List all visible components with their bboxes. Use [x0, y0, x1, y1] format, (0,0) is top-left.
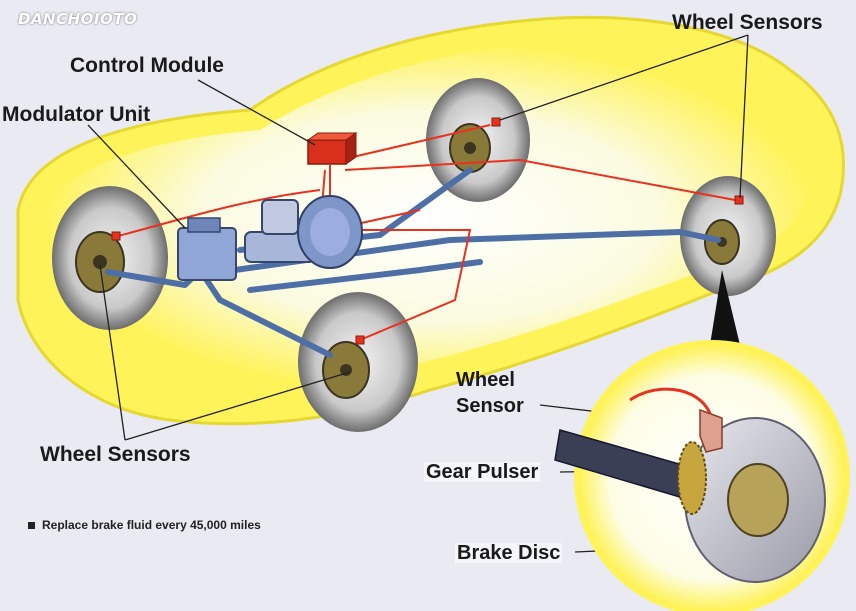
label-sensor: Sensor [456, 395, 524, 417]
wheel-rear-right [680, 176, 776, 296]
control-module-box [306, 132, 358, 165]
zoom-detail [554, 340, 850, 611]
label-gear-pulser: Gear Pulser [424, 461, 541, 483]
wheel-front-left [52, 186, 168, 330]
label-brake-disc: Brake Disc [455, 542, 563, 564]
wheel-front-right [426, 78, 530, 202]
brake-booster [297, 195, 363, 269]
car-body [16, 15, 845, 426]
label-wheel-sensors-top: Wheel Sensors [672, 11, 823, 34]
maintenance-note: Replace brake fluid every 45,000 miles [28, 518, 261, 532]
maintenance-note-text: Replace brake fluid every 45,000 miles [42, 518, 261, 532]
label-wheel-sensors-bottom: Wheel Sensors [40, 443, 191, 466]
label-control-module: Control Module [70, 54, 224, 77]
zoom-pointer [710, 270, 740, 345]
label-modulator-unit: Modulator Unit [2, 103, 151, 126]
modulator-unit [177, 217, 237, 281]
label-wheel: Wheel [456, 369, 515, 391]
master-cylinder [244, 199, 316, 263]
bullet-square-icon [28, 521, 35, 529]
wheel-rear-left [298, 292, 418, 432]
sensor-markers [111, 117, 744, 345]
brand-logo: DANCHOIOTO [18, 10, 138, 28]
